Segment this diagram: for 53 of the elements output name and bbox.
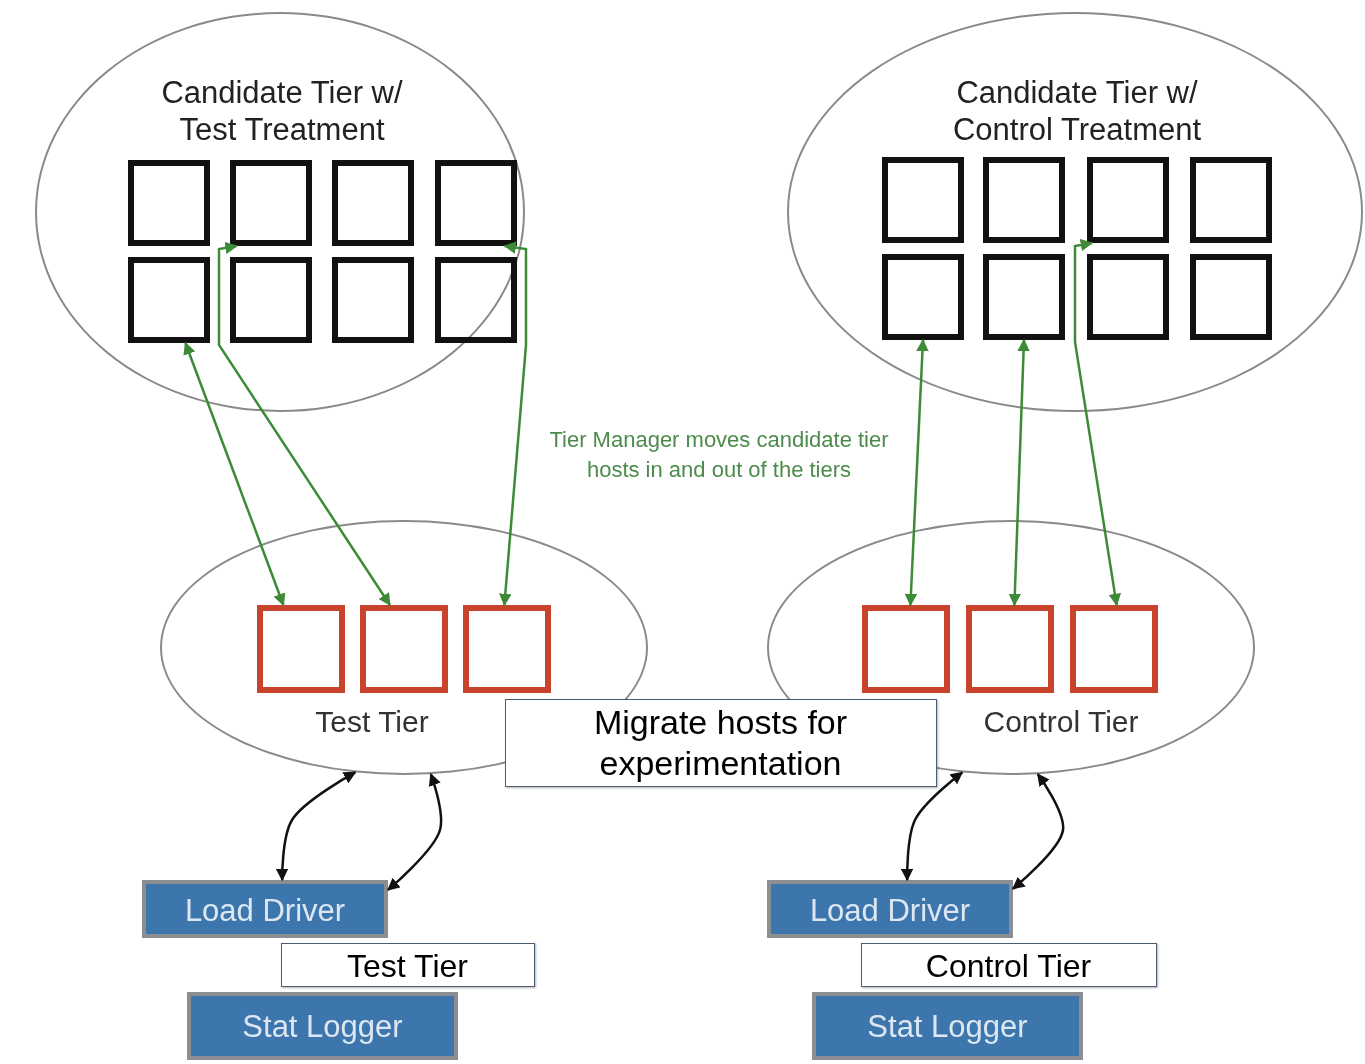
tier-title: Candidate Tier w/ Control Treatment — [951, 74, 1203, 149]
host-square — [332, 257, 414, 343]
host-square — [862, 605, 950, 693]
host-square — [882, 254, 964, 340]
double-arrow — [904, 338, 929, 607]
label-box — [505, 699, 937, 787]
double-arrow — [1012, 773, 1065, 890]
double-arrow — [900, 771, 964, 882]
host-square — [257, 605, 345, 693]
box-label: Stat Logger — [866, 1008, 1029, 1046]
label-box — [281, 943, 535, 987]
host-square — [882, 157, 964, 243]
host-square — [1070, 605, 1158, 693]
host-square — [1087, 254, 1169, 340]
double-arrow — [275, 771, 357, 882]
host-square — [435, 160, 517, 246]
host-square — [463, 605, 551, 693]
box-label: Test Tier — [346, 947, 469, 986]
host-square — [1190, 254, 1272, 340]
box-label: Control Tier — [924, 947, 1093, 986]
double-arrow — [1073, 238, 1122, 607]
label-box — [861, 943, 1157, 987]
host-square — [230, 257, 312, 343]
box-label: Load Driver — [183, 892, 347, 930]
host-square — [230, 160, 312, 246]
host-square — [332, 160, 414, 246]
double-arrow — [1008, 338, 1030, 607]
box-label: Load Driver — [808, 892, 972, 930]
double-arrow — [217, 241, 391, 607]
host-square — [1087, 157, 1169, 243]
double-arrow — [499, 241, 528, 607]
annotation-text: Tier Manager moves candidate tier hosts in and out of the tiers — [548, 426, 890, 484]
tier-title: Test Tier — [314, 704, 430, 740]
tier-ellipse — [35, 12, 525, 412]
tier-title: Candidate Tier w/ Test Treatment — [160, 74, 404, 149]
host-square — [128, 160, 210, 246]
host-square — [360, 605, 448, 693]
component-box — [142, 880, 388, 938]
component-box — [187, 992, 458, 1060]
component-box — [767, 880, 1013, 938]
component-box — [812, 992, 1083, 1060]
host-square — [128, 257, 210, 343]
double-arrow — [183, 341, 286, 607]
box-label: Migrate hosts for experimentation — [592, 702, 849, 784]
double-arrow — [387, 773, 443, 891]
host-square — [1190, 157, 1272, 243]
tier-title: Control Tier — [982, 704, 1140, 740]
tier-ellipse — [787, 12, 1363, 412]
host-square — [983, 157, 1065, 243]
host-square — [966, 605, 1054, 693]
box-label: Stat Logger — [241, 1008, 404, 1046]
host-square — [435, 257, 517, 343]
host-square — [983, 254, 1065, 340]
